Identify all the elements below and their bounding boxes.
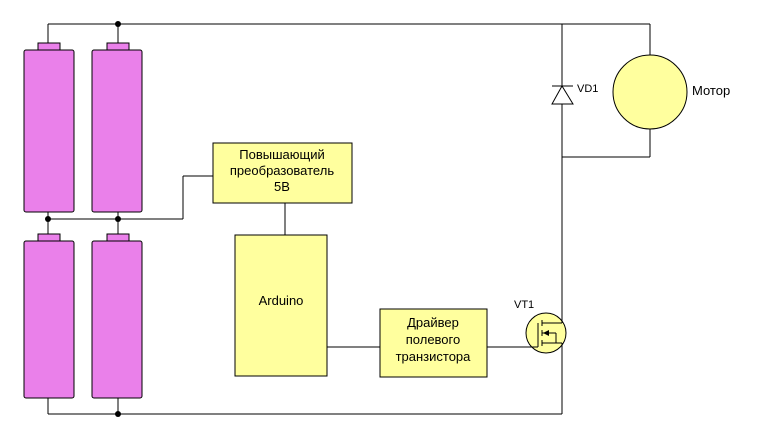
battery-bottom-right — [91, 233, 143, 399]
driver-block: Драйвер полевого транзистора — [379, 308, 488, 378]
arduino-block: Arduino — [234, 234, 328, 377]
motor: Мотор — [612, 54, 730, 130]
transistor-arrow-icon — [543, 330, 549, 336]
boost-converter-line-2: преобразователь — [230, 163, 334, 178]
diode-triangle-icon — [551, 85, 574, 105]
junction-dot — [45, 216, 51, 222]
battery-top-right — [91, 42, 143, 213]
junction-dot — [115, 21, 121, 27]
diode-vd1: VD1 — [551, 83, 598, 105]
boost-converter-line-1: Повышающий — [239, 147, 324, 162]
transistor-label: VT1 — [514, 299, 534, 311]
driver-line-3: транзистора — [396, 349, 472, 364]
driver-line-1: Драйвер — [407, 315, 459, 330]
battery-top-left — [23, 42, 75, 213]
battery-bottom-left — [23, 233, 75, 399]
boost-converter-line-3: 5В — [274, 179, 290, 194]
junction-dot — [115, 216, 121, 222]
diode-label: VD1 — [577, 83, 598, 95]
wires — [47, 23, 651, 415]
motor-circle-icon — [612, 54, 688, 130]
boost-converter-block: Повышающий преобразователь 5В — [212, 142, 353, 204]
junction-dot — [115, 411, 121, 417]
junction-dots — [45, 21, 121, 417]
arduino-label: Arduino — [259, 293, 304, 308]
motor-label: Мотор — [692, 83, 730, 98]
transistor-vt1: VT1 — [514, 299, 567, 354]
driver-line-2: полевого — [406, 332, 460, 347]
